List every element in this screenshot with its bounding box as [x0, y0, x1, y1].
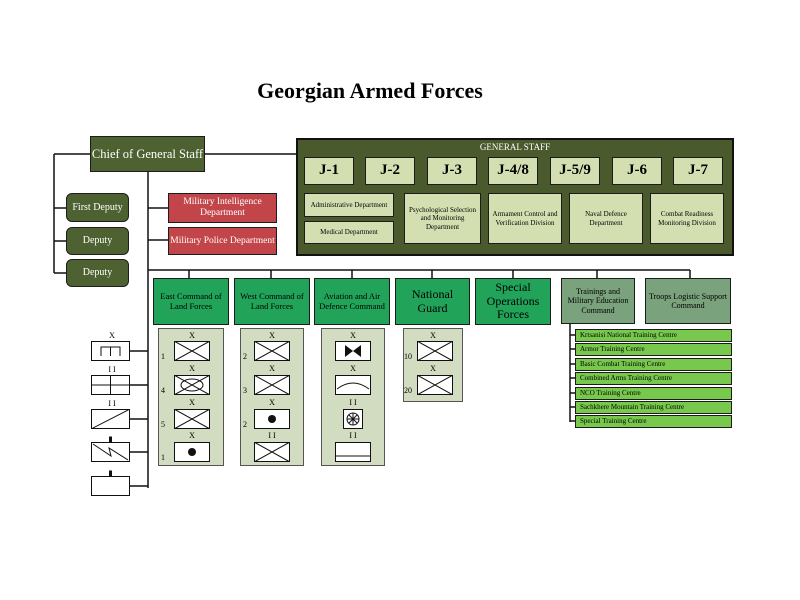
- training-command-box: Trainings and Military Education Command: [561, 278, 635, 324]
- training-centre-item: Combined Arms Training Centre: [575, 372, 732, 385]
- east-unit-4-size: X: [189, 431, 195, 440]
- guard-unit-2-number: 20: [404, 386, 412, 395]
- east-unit-1-number: 1: [161, 352, 165, 361]
- east-unit-3-number: 5: [161, 420, 165, 429]
- j4-8-box: J-4/8: [488, 157, 538, 185]
- logistics-battalion-symbol: [91, 470, 130, 496]
- j5-9-box: J-5/9: [550, 157, 600, 185]
- guard-unit-1-size: X: [430, 331, 436, 340]
- infantry-brigade-symbol: [254, 375, 290, 395]
- west-unit-1-size: X: [269, 331, 275, 340]
- training-centre-item: Krtsanisi National Training Centre: [575, 329, 732, 342]
- direct-unit-3-size: I I: [108, 399, 116, 408]
- radar-battalion-symbol: [343, 409, 363, 429]
- aviation-air-defence-box: Aviation and Air Defence Command: [314, 278, 390, 325]
- training-centre-item: Basic Combat Training Centre: [575, 358, 732, 371]
- infantry-brigade-symbol: [417, 375, 453, 395]
- infantry-brigade-symbol: [174, 341, 210, 361]
- deputy-box-1: Deputy: [66, 227, 129, 255]
- aviation-unit-3-size: I I: [349, 398, 357, 407]
- training-centre-item: Sachkhere Mountain Training Centre: [575, 401, 732, 414]
- j6-box: J-6: [612, 157, 662, 185]
- medical-battalion-symbol: [91, 375, 130, 395]
- west-unit-3-number: 2: [243, 420, 247, 429]
- infantry-brigade-symbol: [254, 341, 290, 361]
- east-unit-1-size: X: [189, 331, 195, 340]
- military-intelligence-box: Military Intelligence Department: [168, 193, 277, 223]
- east-unit-2-number: 4: [161, 386, 165, 395]
- deputy-box-2: Deputy: [66, 259, 129, 287]
- west-unit-2-size: X: [269, 364, 275, 373]
- guard-unit-2-size: X: [430, 364, 436, 373]
- combat-readiness-division-box: Combat Readiness Monitoring Division: [650, 193, 724, 244]
- military-police-box: Military Police Department: [168, 227, 277, 255]
- first-deputy-box: First Deputy: [66, 193, 129, 222]
- west-unit-1-number: 2: [243, 352, 247, 361]
- j7-box: J-7: [673, 157, 723, 185]
- infantry-brigade-symbol: [417, 341, 453, 361]
- east-unit-2-size: X: [189, 364, 195, 373]
- guard-unit-1-number: 10: [404, 352, 412, 361]
- west-unit-3-size: X: [269, 398, 275, 407]
- j2-box: J-2: [365, 157, 415, 185]
- medical-department-box: Medical Department: [304, 221, 394, 244]
- armament-division-box: Armament Control and Verification Divisi…: [488, 193, 562, 244]
- direct-unit-1-size: X: [109, 331, 115, 340]
- chief-of-general-staff-box: Chief of General Staff: [90, 136, 205, 172]
- special-operations-box: Special Operations Forces: [475, 278, 551, 325]
- national-guard-box: National Guard: [395, 278, 470, 325]
- aviation-brigade-symbol: [335, 341, 371, 361]
- infantry-battalion-symbol: [254, 442, 290, 462]
- j3-box: J-3: [427, 157, 477, 185]
- page-title: Georgian Armed Forces: [257, 78, 483, 103]
- logistic-command-box: Troops Logistic Support Command: [645, 278, 731, 324]
- psychological-department-box: Psychological Selection and Monitoring D…: [404, 193, 481, 244]
- west-unit-2-number: 3: [243, 386, 247, 395]
- artillery-brigade-symbol: [174, 442, 210, 462]
- j1-box: J-1: [304, 157, 354, 185]
- direct-unit-2-size: I I: [108, 365, 116, 374]
- aviation-unit-1-size: X: [350, 331, 356, 340]
- general-staff-label: GENERAL STAFF: [479, 142, 551, 152]
- aviation-unit-2-size: X: [350, 364, 356, 373]
- training-centre-item: NCO Training Centre: [575, 387, 732, 400]
- infantry-brigade-symbol: [174, 409, 210, 429]
- west-command-box: West Command of Land Forces: [234, 278, 310, 325]
- training-centre-item: Special Training Centre: [575, 415, 732, 428]
- mechanized-brigade-symbol: [174, 375, 210, 395]
- east-unit-3-size: X: [189, 398, 195, 407]
- artillery-brigade-symbol: [254, 409, 290, 429]
- engineer-brigade-symbol: [91, 341, 130, 361]
- east-command-box: East Command of Land Forces: [153, 278, 229, 325]
- air-defence-brigade-symbol: [335, 375, 371, 395]
- training-centre-item: Armor Training Centre: [575, 343, 732, 356]
- support-battalion-symbol: [335, 442, 371, 462]
- naval-defence-department-box: Naval Defence Department: [569, 193, 643, 244]
- east-unit-4-number: 1: [161, 453, 165, 462]
- administrative-department-box: Administrative Department: [304, 193, 394, 217]
- west-unit-4-size: I I: [268, 431, 276, 440]
- signal-battalion-symbol: [91, 436, 130, 462]
- reconnaissance-battalion-symbol: [91, 409, 130, 429]
- aviation-unit-4-size: I I: [349, 431, 357, 440]
